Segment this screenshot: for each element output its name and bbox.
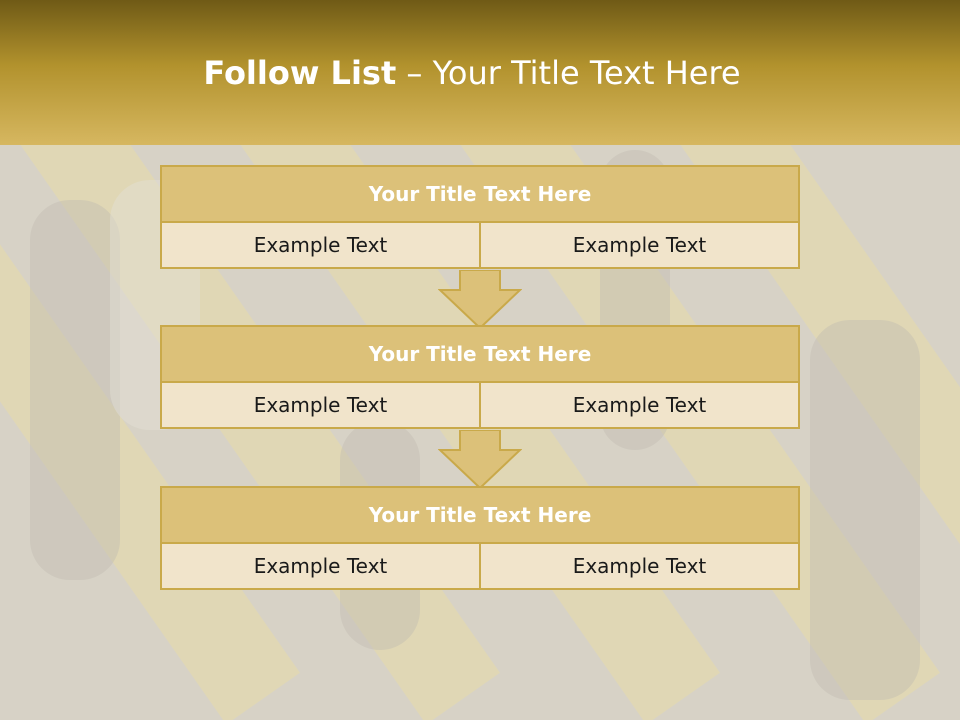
step-cell-right: Example Text: [479, 383, 798, 427]
step-cell-right: Example Text: [479, 544, 798, 588]
slide-title-bold: Follow List: [203, 54, 397, 92]
step-cell-left: Example Text: [162, 383, 479, 427]
step-title: Your Title Text Here: [162, 488, 798, 544]
step-row: Example Text Example Text: [162, 544, 798, 588]
step-cell-left: Example Text: [162, 544, 479, 588]
step-cell-left: Example Text: [162, 223, 479, 267]
step-title: Your Title Text Here: [162, 167, 798, 223]
slide-title: Follow List – Your Title Text Here: [0, 54, 944, 92]
slide-title-rest: – Your Title Text Here: [396, 54, 741, 92]
step-row: Example Text Example Text: [162, 223, 798, 267]
step-row: Example Text Example Text: [162, 383, 798, 427]
step-box-3: Your Title Text Here Example Text Exampl…: [160, 486, 800, 590]
step-cell-right: Example Text: [479, 223, 798, 267]
down-arrow-icon: [438, 430, 522, 490]
step-box-2: Your Title Text Here Example Text Exampl…: [160, 325, 800, 429]
step-box-1: Your Title Text Here Example Text Exampl…: [160, 165, 800, 269]
down-arrow-icon: [438, 270, 522, 330]
step-title: Your Title Text Here: [162, 327, 798, 383]
title-bar: Follow List – Your Title Text Here: [0, 0, 960, 145]
